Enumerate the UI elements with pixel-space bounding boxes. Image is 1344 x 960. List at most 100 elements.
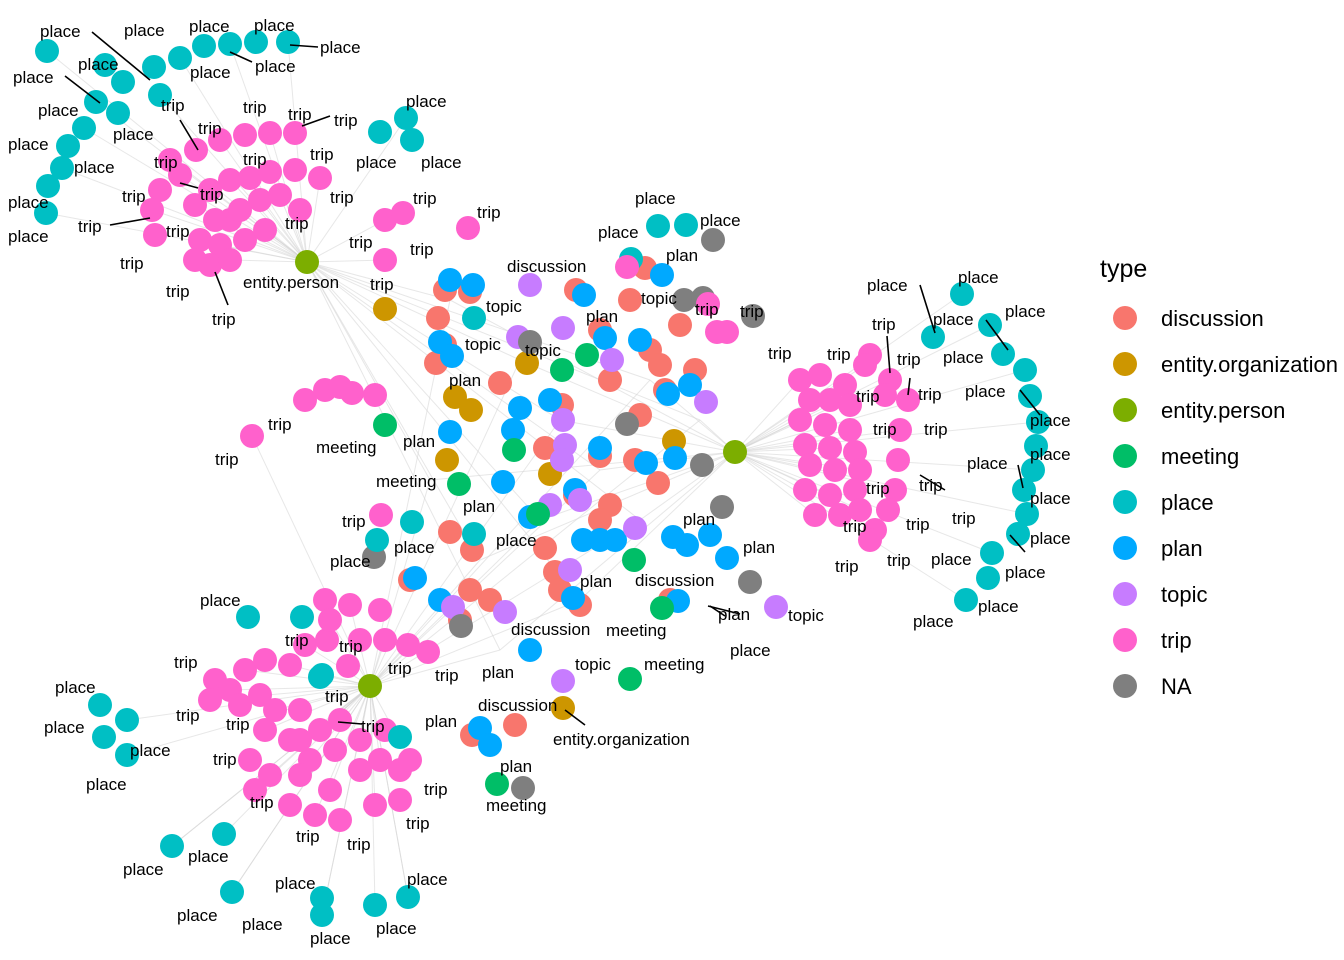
legend-item-entity-person: entity.person [1113,398,1285,423]
node-plan [663,446,687,470]
node-trip [218,168,242,192]
node-label-trip: trip [361,717,385,736]
edge [734,451,816,516]
edge [244,669,371,687]
legend-item-na: NA [1113,674,1192,699]
node-trip [248,188,272,212]
node-discussion [588,508,612,532]
node-trip [818,388,842,412]
node-na [690,453,714,477]
node-entity-organization [662,429,686,453]
node-label-trip: trip [695,300,719,319]
node-meeting [618,667,642,691]
node-topic [764,595,788,619]
node-place [462,306,486,330]
node-label-place: place [933,310,974,329]
node-plan [628,328,652,352]
label-leader [337,721,363,725]
node-label-place: place [188,847,229,866]
node-trip [886,448,910,472]
node-trip [313,588,337,612]
node-entity-person [358,674,382,698]
legend-label: meeting [1161,444,1239,469]
label-leader [179,182,199,189]
node-trip [233,123,257,147]
node-trip [398,748,422,772]
node-plan [478,733,502,757]
node-place [368,120,392,144]
node-trip [348,728,372,752]
edge [734,293,963,453]
node-plan [675,533,699,557]
node-trip [348,628,372,652]
label-leader [919,474,946,491]
node-trip [828,503,852,527]
node-label-place: place [421,153,462,172]
node-label-trip: trip [200,185,224,204]
node-label-place: place [8,135,49,154]
edge [306,177,321,263]
node-label-place: place [1030,411,1071,430]
node-topic [518,273,542,297]
node-place [1006,522,1030,546]
node-label-entity-organization: entity.organization [553,730,690,749]
node-topic [551,316,575,340]
node-label-trip: trip [78,217,102,236]
node-trip [416,640,440,664]
node-na [615,412,639,436]
node-topic [694,390,718,414]
label-leader [109,217,151,226]
node-place [72,116,96,140]
node-trip [803,503,827,527]
node-plan [634,451,658,475]
node-trip [793,433,817,457]
node-label-place: place [177,906,218,925]
edge [306,261,481,561]
node-label-trip: trip [198,119,222,138]
node-label-place: place [394,538,435,557]
node-label-trip: trip [154,153,178,172]
node-meeting [650,596,674,620]
node-plan [715,546,739,570]
node-plan [571,528,595,552]
node-trip [308,718,332,742]
node-trip [203,208,227,232]
node-trip [848,458,872,482]
edge [639,451,736,521]
node-label-place: place [190,63,231,82]
node-trip [293,388,317,412]
node-trip [843,440,867,464]
node-trip [278,653,302,677]
node-meeting [550,358,574,382]
node-label-topic: topic [465,335,501,354]
node-label-place: place [958,268,999,287]
node-label-place: place [8,227,49,246]
node-place [921,325,945,349]
node-label-trip: trip [296,827,320,846]
label-leader [1009,534,1026,553]
node-trip [258,160,282,184]
node-trip [373,208,397,232]
node-label-plan: plan [718,605,750,624]
node-label-trip: trip [250,793,274,812]
node-trip [456,216,480,240]
node-trip [318,778,342,802]
legend-swatch [1113,398,1137,422]
node-trip [315,628,339,652]
node-trip [369,503,393,527]
node-plan [438,268,462,292]
node-label-place: place [254,16,295,35]
node-plan [501,418,525,442]
node-label-place: place [965,382,1006,401]
node-label-plan: plan [425,712,457,731]
node-place [388,725,412,749]
node-place [88,693,112,717]
node-place [93,53,117,77]
edge [734,324,991,453]
node-topic [600,348,624,372]
node-plan [656,382,680,406]
node-label-place: place [8,193,49,212]
edge [264,685,371,731]
node-trip [848,498,872,522]
